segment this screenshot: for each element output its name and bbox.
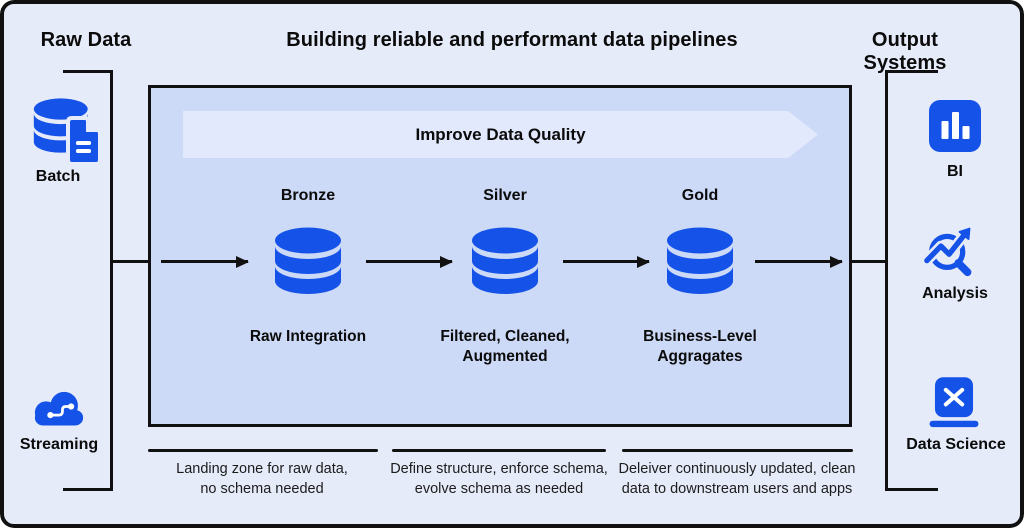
stage-desc-bronze: Raw Integration: [249, 328, 367, 345]
batch-source: [28, 98, 106, 166]
right-bracket-top-tick: [888, 70, 938, 73]
analysis-label: Analysis: [922, 285, 988, 302]
silver-database-icon: [470, 227, 540, 297]
stage-desc-gold: Business-Level Aggragates: [643, 328, 757, 366]
caption-bronze: Landing zone for raw data, no schema nee…: [176, 461, 348, 498]
stage-name-gold: Gold: [681, 187, 719, 204]
trend-magnifier-icon: [921, 227, 972, 277]
banner-label: Improve Data Quality: [415, 124, 586, 144]
streaming-label: Streaming: [19, 436, 99, 453]
caption-divider-silver: [392, 449, 606, 452]
streaming-source: [28, 384, 90, 429]
caption-silver: Define structure, enforce schema, evolve…: [390, 461, 608, 498]
input-to-panel-connector: [111, 260, 149, 263]
caption-divider-bronze: [148, 449, 378, 452]
raw-data-heading: Raw Data: [40, 29, 132, 51]
cloud-stream-icon: [34, 391, 84, 426]
laptop-tools-icon: [929, 377, 979, 428]
arrow-bronze-to-silver: [366, 260, 452, 263]
batch-label: Batch: [35, 168, 81, 185]
improve-data-quality-banner: Improve Data Quality: [183, 111, 818, 158]
right-bracket-vertical: [885, 70, 888, 491]
right-bracket-bottom-tick: [888, 488, 938, 491]
panel-to-output-connector: [851, 260, 888, 263]
stage-desc-silver: Filtered, Cleaned, Augmented: [440, 328, 570, 366]
output-systems-heading: Output Systems: [863, 29, 947, 74]
gold-database-icon: [665, 227, 735, 297]
stage-name-silver: Silver: [483, 187, 527, 204]
bar-chart-icon: [929, 100, 981, 152]
caption-gold: Deleiver continuously updated, clean dat…: [618, 461, 856, 498]
data-science-label: Data Science: [906, 436, 1006, 453]
left-bracket-top-tick: [63, 70, 113, 73]
database-file-icon: [28, 98, 102, 166]
arrow-into-bronze: [161, 260, 248, 263]
caption-divider-gold: [622, 449, 853, 452]
bronze-database-icon: [273, 227, 343, 297]
stage-name-bronze: Bronze: [280, 187, 336, 204]
arrow-silver-to-gold: [563, 260, 649, 263]
bi-label: BI: [947, 163, 963, 180]
left-bracket-vertical: [110, 70, 113, 491]
page-title: Building reliable and performant data pi…: [286, 29, 738, 51]
arrow-out-of-gold: [755, 260, 842, 263]
left-bracket-bottom-tick: [63, 488, 113, 491]
